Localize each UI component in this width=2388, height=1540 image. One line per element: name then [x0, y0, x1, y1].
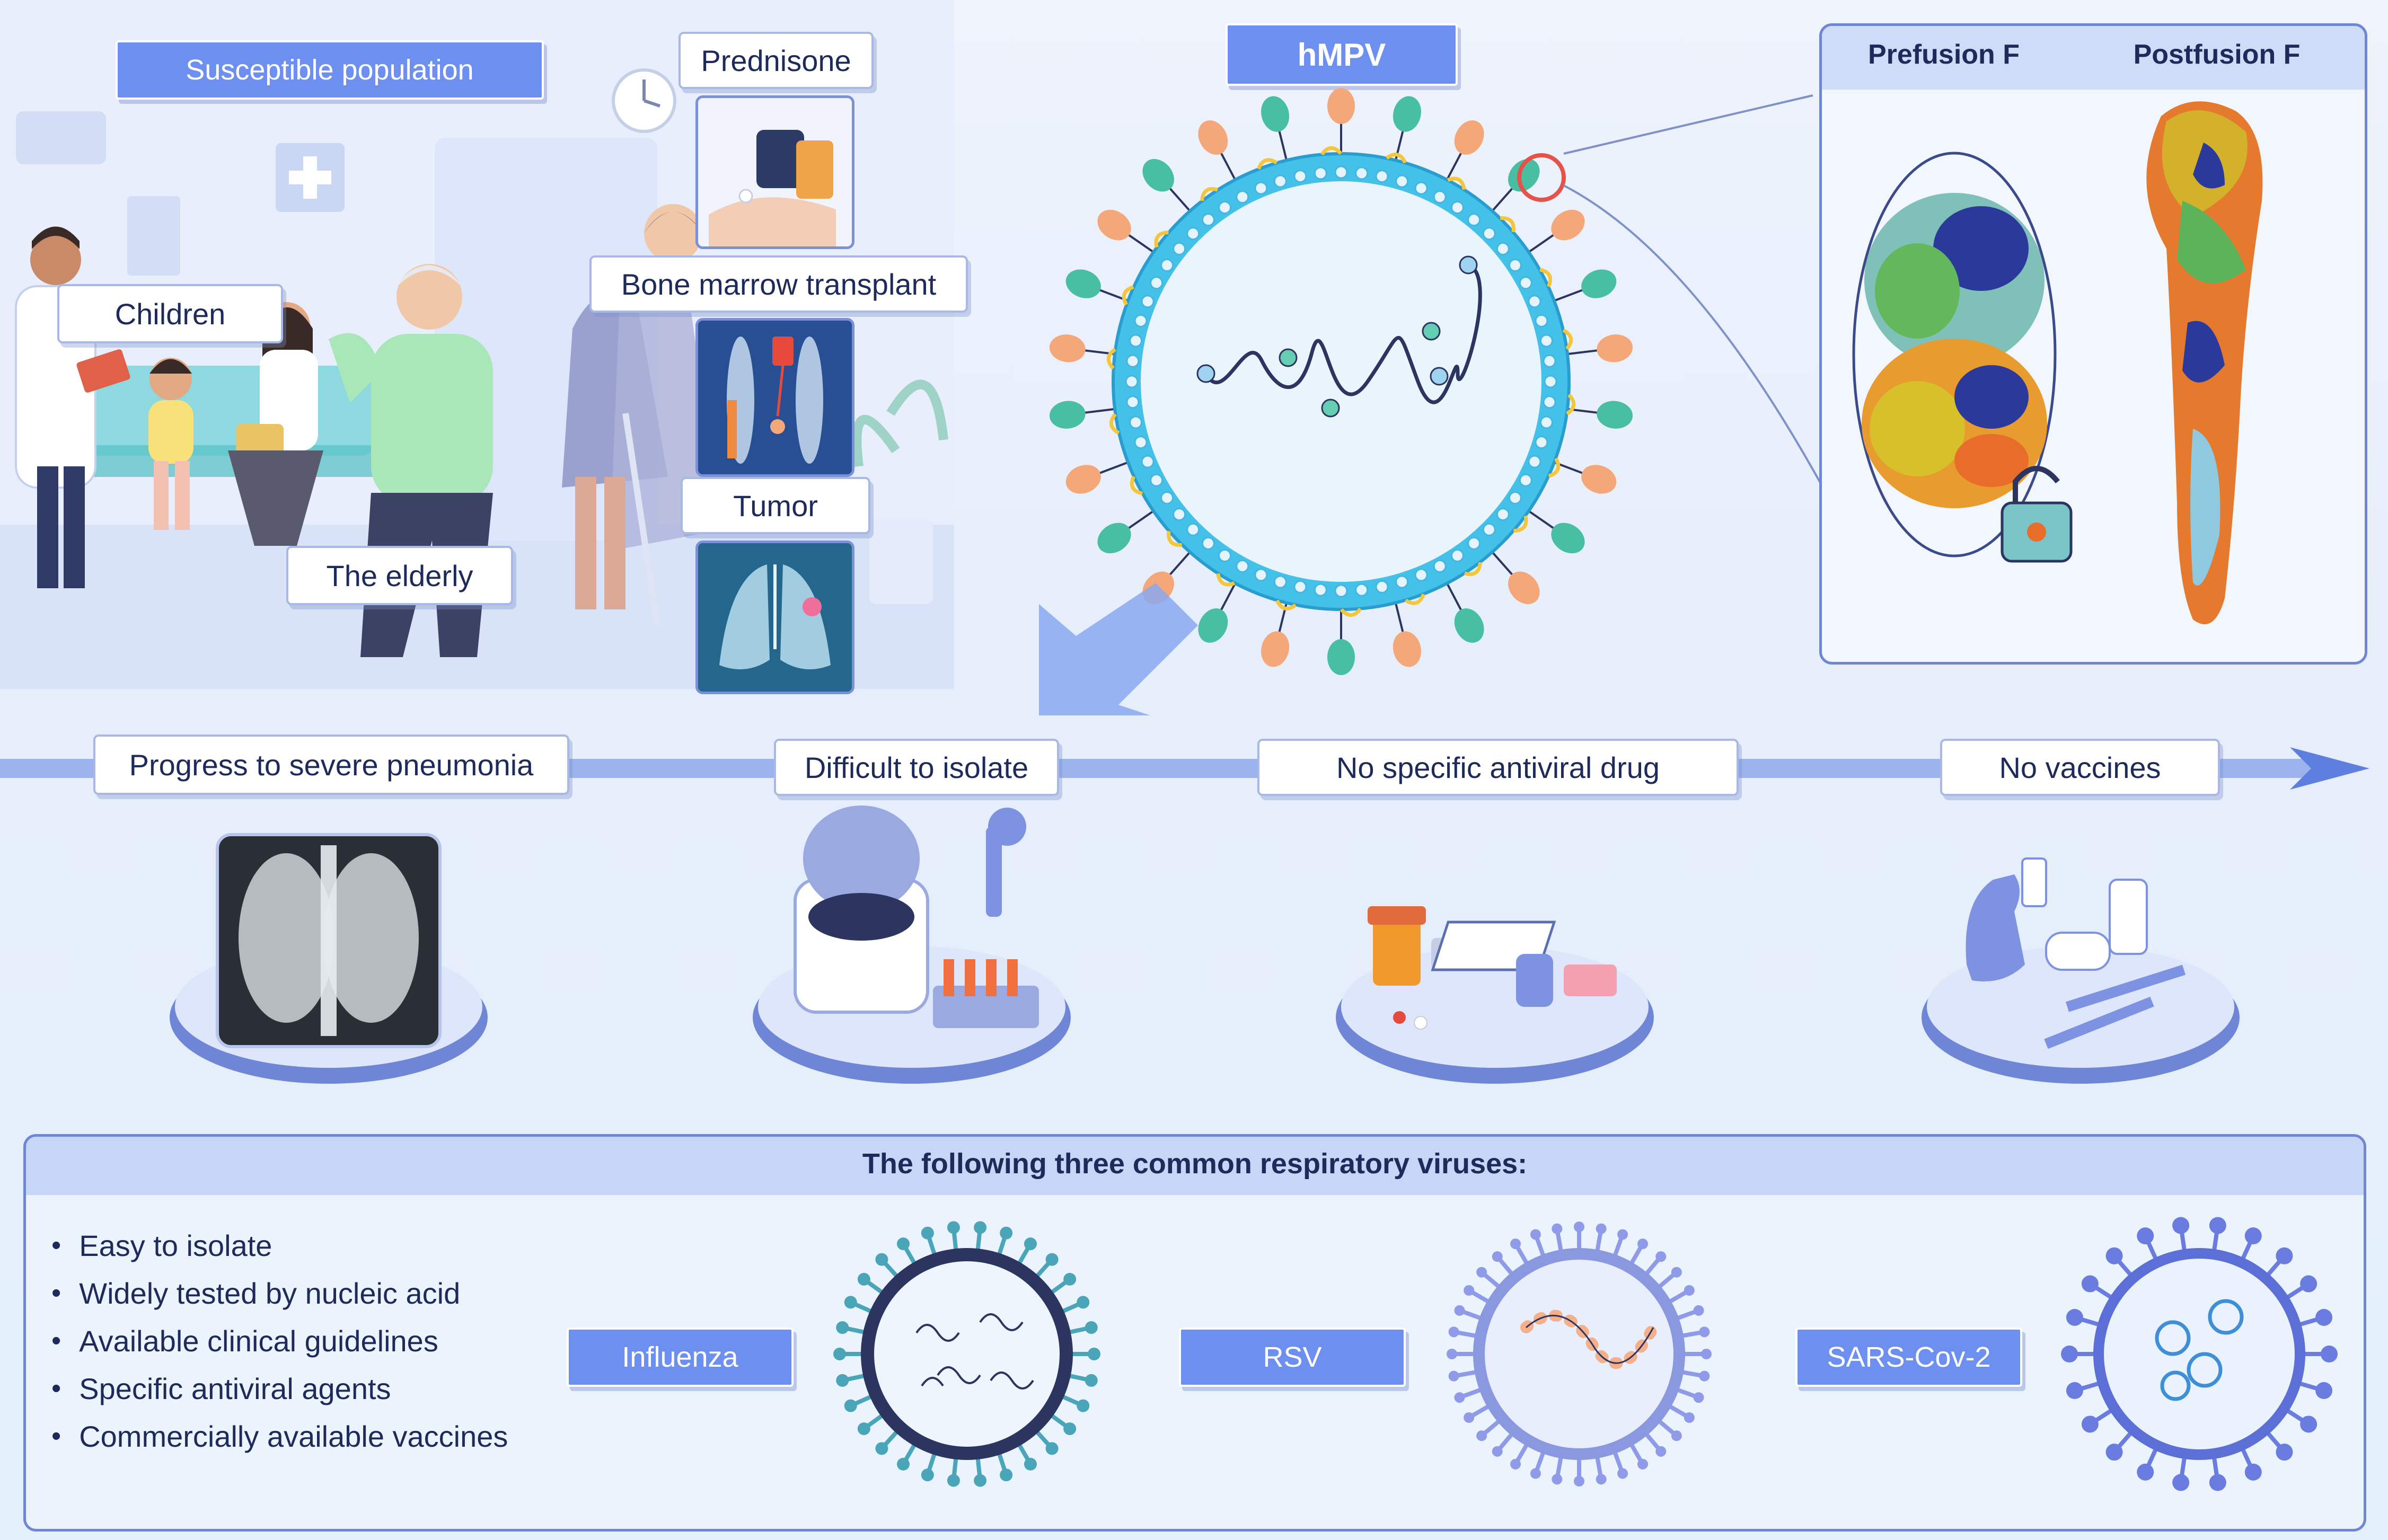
- challenge-platforms: [170, 806, 2240, 1084]
- rsv-virus: [1447, 1222, 1712, 1486]
- label-elderly: The elderly: [286, 546, 513, 605]
- bullet-item: Specific antiviral agents: [51, 1365, 508, 1412]
- hmpv-title: hMPV: [1226, 23, 1458, 86]
- bullet-item: Commercially available vaccines: [51, 1412, 508, 1460]
- label-no-antiviral-drug: No specific antiviral drug: [1257, 739, 1739, 796]
- comparison-header: [26, 1137, 2364, 1195]
- xray-platform: [170, 833, 488, 1084]
- comparison-title: The following three common respiratory v…: [862, 1148, 1528, 1180]
- prednisone-image: [695, 95, 854, 249]
- hmpv-arrow-icon: [1039, 583, 1198, 715]
- comparison-virus-illustrations: [833, 1217, 2338, 1491]
- centrifuge-platform: [753, 806, 1071, 1084]
- bullet-item: Easy to isolate: [51, 1222, 508, 1269]
- influenza-virus: [833, 1221, 1100, 1487]
- zoom-connector-lines: [1563, 94, 1830, 499]
- label-prednisone: Prednisone: [678, 32, 874, 89]
- sars-cov-2-virus: [2061, 1217, 2338, 1491]
- drug-platform: [1336, 906, 1654, 1084]
- label-tumor: Tumor: [681, 477, 870, 534]
- postfusion-label: Postfusion F: [2133, 39, 2301, 70]
- label-children: Children: [57, 284, 283, 343]
- hmpv-rna: [1204, 263, 1482, 404]
- bullet-item: Widely tested by nucleic acid: [51, 1269, 508, 1317]
- label-no-vaccines: No vaccines: [1940, 739, 2220, 796]
- protein-panel-header: [1822, 26, 2365, 90]
- virus-tag-influenza: Influenza: [567, 1327, 794, 1387]
- prefusion-label: Prefusion F: [1867, 39, 2020, 70]
- comparison-bullet-list: Easy to isolate Widely tested by nucleic…: [51, 1222, 508, 1460]
- bone-marrow-image: [695, 318, 854, 477]
- protein-structures: [1852, 101, 2263, 624]
- susceptible-population-title: Susceptible population: [116, 40, 544, 100]
- label-difficult-to-isolate: Difficult to isolate: [774, 739, 1059, 796]
- label-severe-pneumonia: Progress to severe pneumonia: [93, 734, 569, 795]
- label-bone-marrow-transplant: Bone marrow transplant: [589, 255, 968, 313]
- tumor-image: [695, 541, 854, 694]
- bullet-item: Available clinical guidelines: [51, 1317, 508, 1365]
- vaccine-platform: [1922, 857, 2240, 1084]
- virus-tag-sars-cov-2: SARS-Cov-2: [1795, 1327, 2022, 1387]
- protein-panel: Prefusion F Postfusion F: [1819, 23, 2367, 665]
- comparison-panel: The following three common respiratory v…: [23, 1134, 2366, 1532]
- virus-tag-rsv: RSV: [1179, 1327, 1406, 1387]
